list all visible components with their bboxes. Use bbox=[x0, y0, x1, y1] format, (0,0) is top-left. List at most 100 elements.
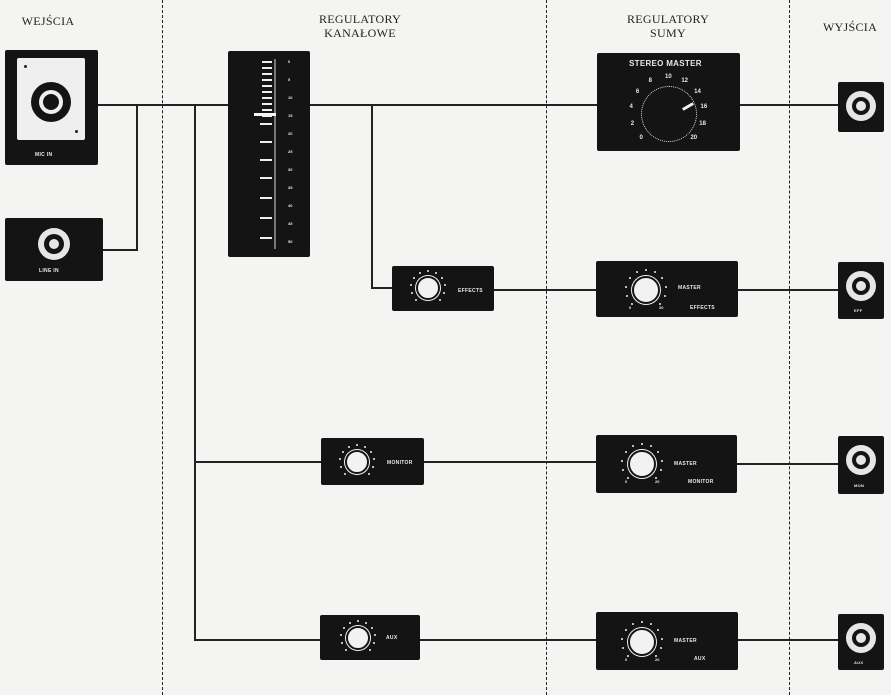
knob-scale-min: 0 bbox=[625, 479, 628, 484]
line-in-label: LINE IN bbox=[39, 268, 59, 274]
scale-dot bbox=[628, 277, 631, 280]
output-jack-icon[interactable] bbox=[846, 445, 876, 475]
wire-mic-main bbox=[97, 104, 228, 106]
aux-master-knob[interactable] bbox=[628, 628, 656, 656]
fader-scale-number: 5 bbox=[288, 77, 291, 82]
scale-dot bbox=[356, 444, 358, 446]
fader-tick bbox=[262, 115, 272, 117]
fader-knob[interactable] bbox=[254, 113, 276, 116]
scale-dot bbox=[373, 642, 376, 645]
fader-scale-number: 45 bbox=[288, 221, 293, 226]
fader-scale-number: 20 bbox=[288, 131, 293, 136]
monitor-output-label: MON bbox=[854, 483, 865, 488]
scale-dot bbox=[650, 445, 653, 448]
fader-tick bbox=[262, 85, 272, 87]
scale-dot bbox=[357, 620, 359, 622]
scale-dot bbox=[342, 451, 345, 453]
monitor-master-word: MASTER bbox=[674, 461, 697, 467]
xlr-connector-icon[interactable] bbox=[31, 82, 71, 122]
monitor-send-knob[interactable] bbox=[345, 450, 369, 474]
screw-icon bbox=[24, 65, 27, 68]
fader-tick bbox=[262, 61, 272, 63]
wire-fader-to-stereo bbox=[310, 104, 598, 106]
scale-dot bbox=[635, 271, 638, 274]
monitor-master-label: MONITOR bbox=[688, 479, 714, 485]
knob-scale-max: 20 bbox=[655, 479, 660, 484]
scale-dot bbox=[645, 269, 647, 271]
scale-dot bbox=[343, 627, 346, 629]
monitor-master-knob[interactable] bbox=[628, 450, 656, 478]
fader-tick bbox=[262, 97, 272, 99]
output-jack-icon[interactable] bbox=[846, 91, 876, 121]
monitor-send-panel: MONITOR bbox=[321, 438, 424, 485]
scale-dot bbox=[631, 445, 634, 448]
stereo-output-jack bbox=[838, 82, 884, 132]
fader-tick bbox=[260, 141, 272, 143]
scale-dot bbox=[624, 451, 627, 454]
mic-in-label: MIC IN bbox=[35, 152, 53, 158]
wire-monitor-to-master bbox=[424, 461, 596, 463]
scale-dot bbox=[443, 284, 446, 287]
output-jack-icon[interactable] bbox=[846, 623, 876, 653]
stereo-scale-number: 12 bbox=[681, 77, 689, 84]
stereo-scale-number: 2 bbox=[630, 121, 635, 128]
aux-send-label: AUX bbox=[386, 635, 398, 641]
fader-tick bbox=[260, 197, 272, 199]
fader-scale-number: 35 bbox=[288, 185, 293, 190]
scale-dot bbox=[657, 451, 660, 454]
scale-dot bbox=[621, 637, 624, 640]
stereo-master-knob[interactable] bbox=[641, 86, 697, 142]
fader-tick bbox=[262, 91, 272, 93]
wire-postfader-effects-horizontal bbox=[371, 287, 393, 289]
scale-dot bbox=[621, 647, 624, 650]
line-jack-icon[interactable] bbox=[38, 228, 70, 260]
effects-output-jack: EFF bbox=[838, 262, 884, 319]
output-jack-icon[interactable] bbox=[846, 271, 876, 301]
wire-effects-master-to-out bbox=[738, 289, 838, 291]
header-outputs: WYJŚCIA bbox=[822, 20, 878, 34]
fader-tick bbox=[260, 123, 272, 125]
wire-trunk-to-aux bbox=[194, 639, 321, 641]
scale-dot bbox=[348, 445, 351, 448]
scale-dot bbox=[369, 649, 372, 652]
scale-dot bbox=[621, 469, 624, 472]
fader-scale-number: 15 bbox=[288, 113, 293, 118]
scale-dot bbox=[372, 458, 375, 461]
stereo-scale-number: 6 bbox=[635, 88, 640, 95]
monitor-send-label: MONITOR bbox=[387, 460, 413, 466]
scale-dot bbox=[624, 629, 627, 632]
scale-dot bbox=[626, 477, 629, 480]
scale-dot bbox=[664, 295, 667, 298]
fader-scale-number: 25 bbox=[288, 149, 293, 154]
wire-trunk-to-monitor bbox=[194, 461, 321, 463]
scale-dot bbox=[440, 277, 443, 279]
scale-dot bbox=[410, 292, 413, 295]
scale-dot bbox=[650, 623, 653, 626]
scale-dot bbox=[621, 459, 624, 462]
aux-master-label: AUX bbox=[694, 656, 706, 662]
effects-master-word: MASTER bbox=[678, 285, 701, 291]
scale-dot bbox=[370, 627, 373, 629]
aux-send-knob[interactable] bbox=[346, 626, 370, 650]
divider-master-outputs bbox=[789, 0, 790, 695]
scale-dot bbox=[657, 629, 660, 632]
scale-dot bbox=[641, 443, 643, 445]
stereo-scale-number: 0 bbox=[639, 135, 643, 142]
fader-scale-number: 0 bbox=[288, 59, 291, 64]
knob-scale-min: 0 bbox=[629, 305, 632, 310]
scale-dot bbox=[343, 473, 346, 476]
aux-output-label: AUX bbox=[854, 660, 864, 665]
wire-postfader-effects-vertical bbox=[371, 104, 373, 288]
monitor-output-jack: MON bbox=[838, 436, 884, 494]
fader-scale-number: 10 bbox=[288, 95, 293, 100]
scale-dot bbox=[414, 299, 417, 302]
fader-tick bbox=[260, 159, 272, 161]
wire-effects-to-master bbox=[494, 289, 596, 291]
effects-send-knob[interactable] bbox=[416, 276, 440, 300]
scale-dot bbox=[340, 642, 343, 645]
mic-in-panel: MIC IN bbox=[5, 50, 98, 165]
fader-tick bbox=[260, 217, 272, 219]
effects-master-knob[interactable] bbox=[632, 276, 660, 304]
